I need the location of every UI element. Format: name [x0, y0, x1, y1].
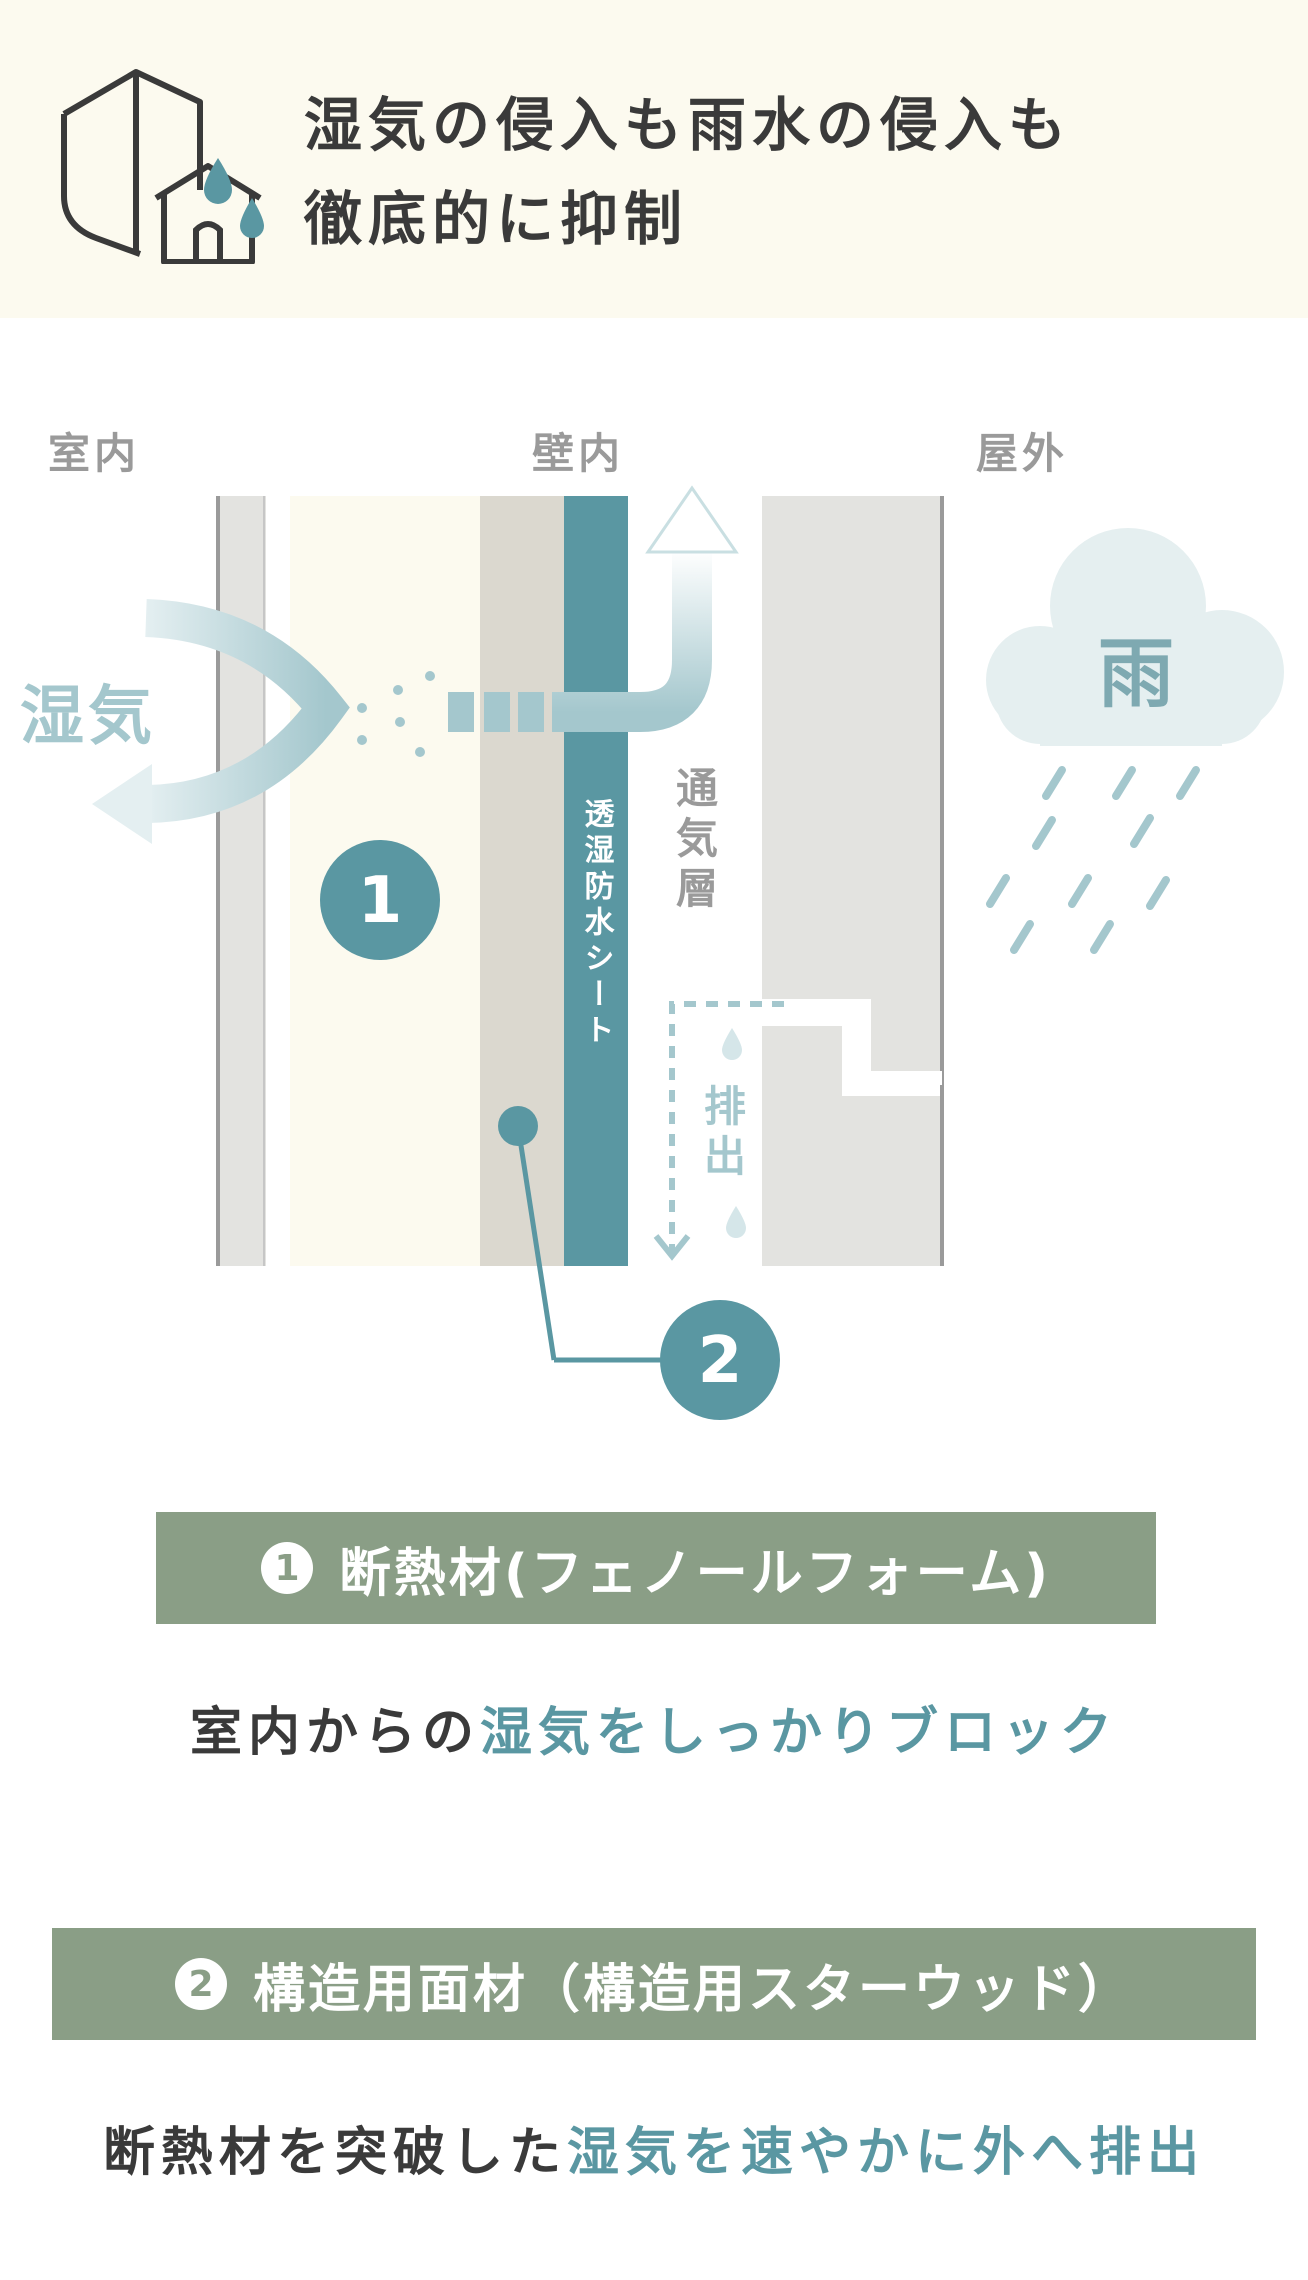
item-2-desc-highlight: 湿気を速やかに外へ排出: [567, 2123, 1206, 2183]
title-line-2: 徹底的に抑制: [304, 185, 689, 253]
zone-label-indoor: 室内: [48, 429, 140, 478]
page-title: 湿気の侵入も雨水の侵入も 徹底的に抑制: [304, 78, 1072, 266]
item-2-label: 構造用面材（構造用スターウッド）: [252, 1959, 1133, 2020]
interior-board: [218, 496, 266, 1266]
waterproof-sheet: [564, 496, 628, 1266]
rain-label: 雨: [1098, 629, 1174, 718]
item-1-label-bar: 1 断熱材(フェノールフォーム): [156, 1512, 1156, 1624]
item-1-desc-highlight: 湿気をしっかりブロック: [480, 1703, 1119, 1763]
zone-label-wall: 壁内: [532, 429, 624, 478]
marker-1: 1: [320, 840, 440, 960]
item-1-desc-plain: 室内からの: [189, 1703, 480, 1763]
drain-path: [669, 1001, 784, 1252]
item-2-description: 断熱材を突破した湿気を速やかに外へ排出: [0, 2110, 1308, 2185]
shield-house-raindrop-icon: [61, 69, 264, 264]
marker-2-anchor: [498, 1106, 538, 1146]
sheet-label: 透湿防水シート: [579, 798, 615, 1050]
moisture-label: 湿気: [20, 680, 156, 754]
rain-cloud-icon: [986, 528, 1284, 746]
item-1-number: 1: [261, 1542, 313, 1594]
item-2-desc-plain: 断熱材を突破した: [102, 2123, 567, 2183]
exterior-siding: [762, 496, 942, 1266]
item-2-number: 2: [174, 1958, 227, 2010]
item-2-label-bar: 2 構造用面材（構造用スターウッド）: [52, 1928, 1256, 2040]
marker-1-number: 1: [358, 864, 403, 938]
item-1-label: 断熱材(フェノールフォーム): [339, 1543, 1051, 1604]
rain-streaks: [986, 766, 1200, 954]
moisture-exhaust-arrow: [552, 550, 712, 732]
item-1-description: 室内からの湿気をしっかりブロック: [0, 1690, 1308, 1765]
header: 湿気の侵入も雨水の侵入も 徹底的に抑制: [0, 0, 1308, 318]
wall-diagram: 室内 壁内 屋外 透湿防水シート: [20, 429, 1284, 1420]
moisture-deflect-arrow: [145, 599, 350, 823]
zone-label-outdoor: 屋外: [976, 429, 1068, 478]
marker-2-number: 2: [698, 1324, 743, 1398]
vent-layer-label: 通気層: [670, 766, 719, 916]
marker-2: 2: [660, 1300, 780, 1420]
title-line-1: 湿気の侵入も雨水の侵入も: [304, 91, 1073, 159]
drain-label: 排出: [698, 1084, 747, 1184]
